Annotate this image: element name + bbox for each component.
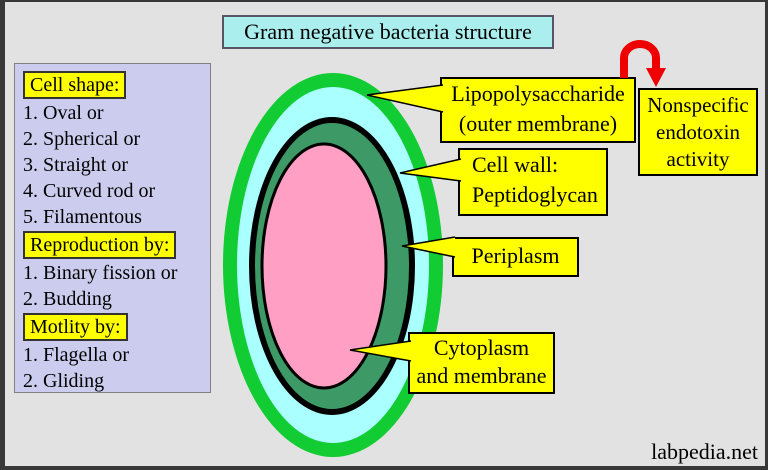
panel-heading-reproduction: Reproduction by: — [23, 231, 177, 259]
callout-line: endotoxin — [656, 120, 740, 144]
callout-line: Nonspecific — [647, 93, 749, 117]
panel-heading-cell-shape: Cell shape: — [23, 71, 127, 99]
cytoplasm-ellipse — [260, 142, 388, 390]
callout-line: and membrane — [416, 363, 547, 388]
panel-item: 2. Budding — [23, 288, 112, 310]
callout-nonspecific-endotoxin: Nonspecific endotoxin activity — [638, 88, 758, 176]
callout-cytoplasm: Cytoplasm and membrane — [408, 332, 555, 394]
callout-line: activity — [666, 147, 730, 171]
callout-line: (outer membrane) — [458, 111, 618, 136]
callout-line: Cytoplasm — [433, 335, 530, 360]
watermark: labpedia.net — [651, 439, 758, 464]
panel-item: 2. Spherical or — [23, 128, 141, 150]
info-panel: Cell shape: 1. Oval or 2. Spherical or 3… — [14, 63, 211, 393]
callout-line: Peptidoglycan — [472, 182, 598, 207]
page-title: Gram negative bacteria structure — [222, 15, 554, 49]
callout-line: Lipopolysaccharide — [451, 81, 625, 106]
callout-periplasm: Periplasm — [452, 237, 579, 277]
callout-lipopolysaccharide: Lipopolysaccharide (outer membrane) — [440, 77, 636, 143]
panel-item: 1. Oval or — [23, 102, 104, 124]
panel-heading-motility: Motlity by: — [23, 313, 128, 341]
panel-item: 4. Curved rod or — [23, 180, 156, 202]
panel-item: 3. Straight or — [23, 154, 128, 176]
panel-item: 1. Flagella or — [23, 344, 130, 366]
callout-line: Cell wall: — [472, 152, 559, 177]
panel-item: 5. Filamentous — [23, 206, 142, 228]
callout-line: Periplasm — [471, 243, 560, 268]
panel-item: 1. Binary fission or — [23, 262, 178, 284]
panel-item: 2. Gliding — [23, 370, 105, 392]
callout-cell-wall: Cell wall: Peptidoglycan — [458, 148, 608, 216]
